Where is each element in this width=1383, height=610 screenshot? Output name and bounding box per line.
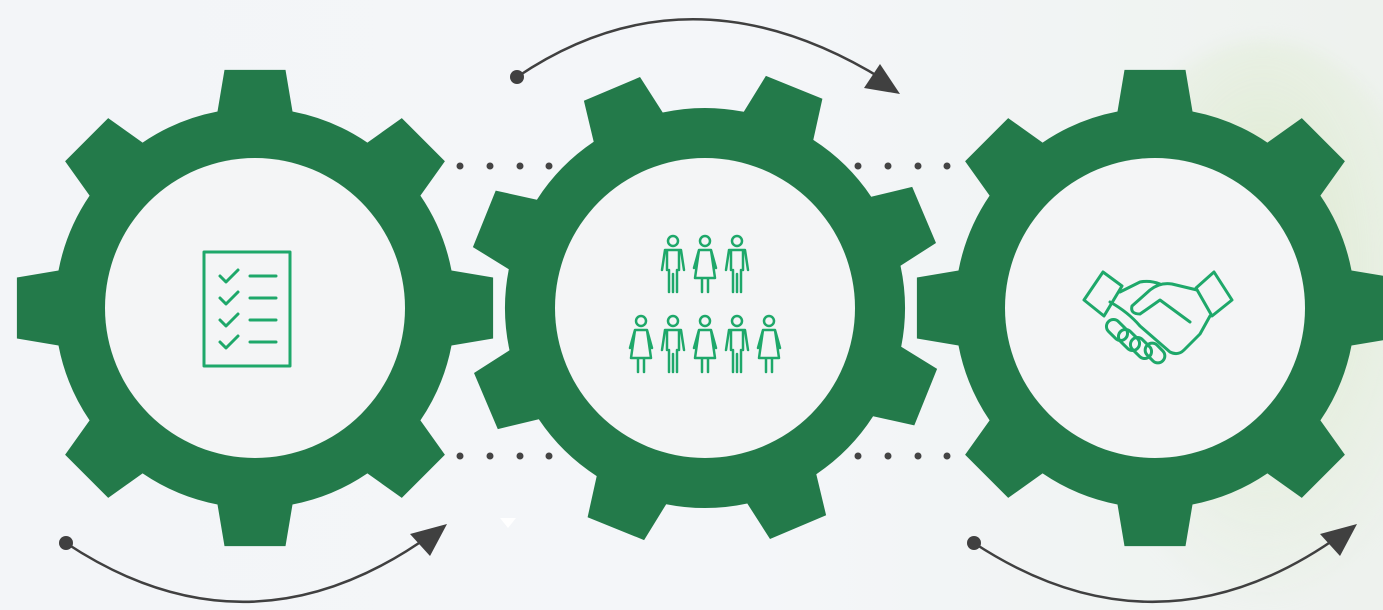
gear-middle: [472, 75, 938, 541]
checklist-icon: [202, 250, 292, 368]
woman-figure: [692, 314, 718, 374]
connector-top-left: [456, 162, 553, 170]
connector-top-right: [854, 162, 951, 170]
man-figure: [660, 234, 686, 294]
gear-inner-circle: [105, 158, 405, 458]
woman-figure: [756, 314, 782, 374]
gear-inner-circle: [555, 158, 855, 458]
handshake-icon: [1082, 270, 1234, 365]
connector-bottom-right: [854, 452, 951, 460]
woman-figure: [628, 314, 654, 374]
curved-arrows: [59, 18, 1357, 604]
arrow-bottom-left: [59, 524, 447, 604]
man-figure: [724, 314, 750, 374]
dotted-connectors: [456, 162, 951, 460]
woman-figure: [692, 234, 718, 294]
connector-bottom-left: [456, 452, 553, 460]
pointer-triangle: [500, 518, 516, 528]
man-figure: [724, 234, 750, 294]
arrow-bottom-right: [967, 524, 1357, 604]
gear-inner-circle: [1005, 158, 1305, 458]
people-group-icon: [628, 234, 782, 374]
arrow-top-middle: [510, 18, 900, 94]
man-figure: [660, 314, 686, 374]
gear-left: [16, 69, 494, 547]
